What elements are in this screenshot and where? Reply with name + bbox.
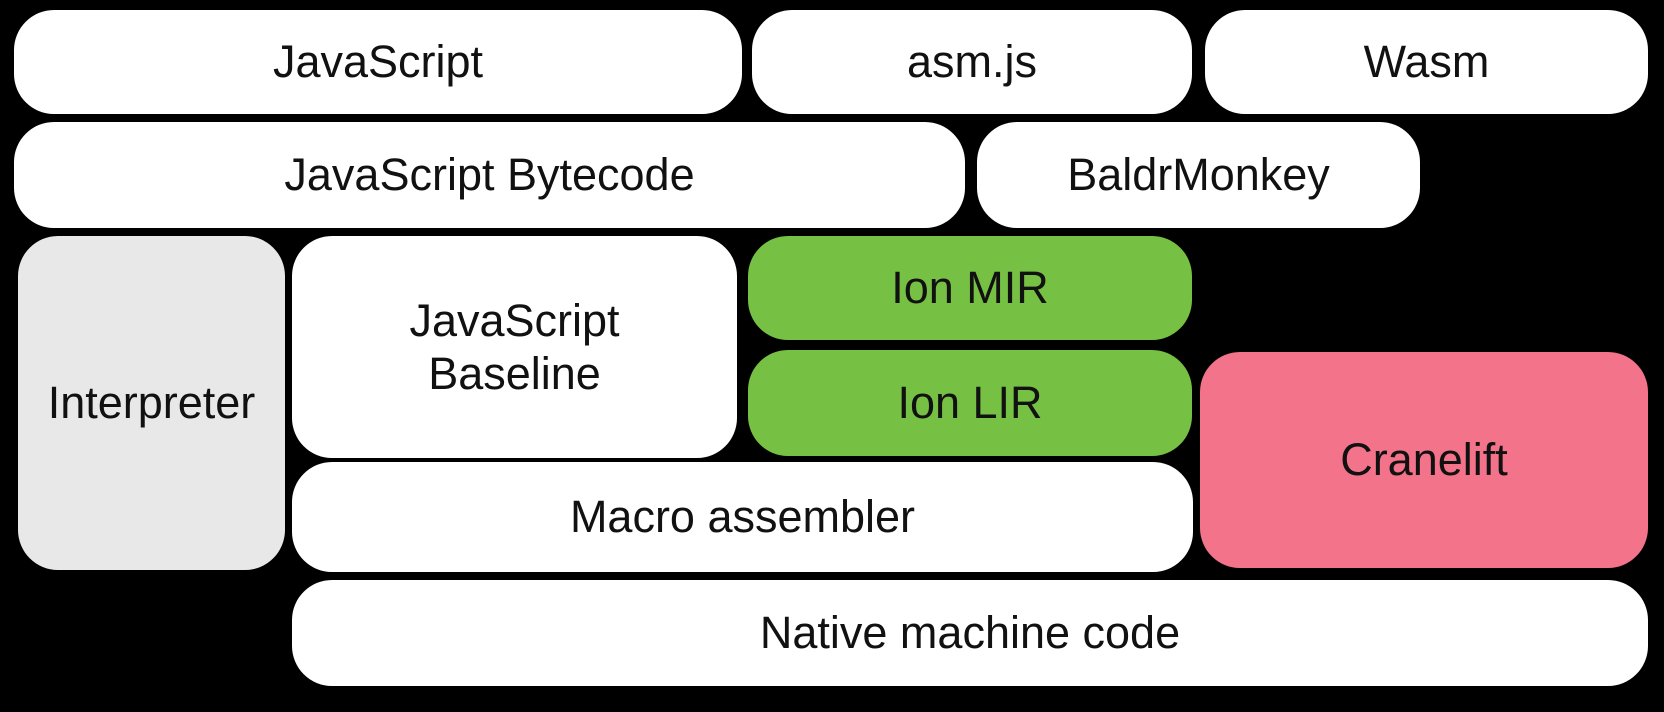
- ion-lir-label: Ion LIR: [897, 377, 1043, 429]
- interpreter-box: Interpreter: [18, 236, 285, 570]
- macro-assembler-label: Macro assembler: [569, 491, 916, 543]
- baldrmonkey-box: BaldrMonkey: [977, 122, 1420, 228]
- asmjs-box: asm.js: [752, 10, 1192, 114]
- javascript-baseline-line1: JavaScript: [409, 294, 620, 346]
- javascript-label: JavaScript: [272, 36, 484, 88]
- ion-mir-box: Ion MIR: [748, 236, 1192, 340]
- cranelift-label: Cranelift: [1340, 434, 1508, 486]
- javascript-bytecode-label: JavaScript Bytecode: [284, 149, 695, 201]
- asmjs-label: asm.js: [906, 36, 1037, 88]
- cranelift-box: Cranelift: [1200, 352, 1648, 568]
- javascript-bytecode-box: JavaScript Bytecode: [14, 122, 965, 228]
- interpreter-label: Interpreter: [47, 377, 256, 429]
- wasm-label: Wasm: [1363, 36, 1490, 88]
- javascript-baseline-box: JavaScript Baseline: [292, 236, 737, 458]
- baldrmonkey-label: BaldrMonkey: [1067, 149, 1330, 201]
- native-machine-code-label: Native machine code: [759, 607, 1181, 659]
- native-machine-code-box: Native machine code: [292, 580, 1648, 686]
- javascript-box: JavaScript: [14, 10, 742, 114]
- macro-assembler-box: Macro assembler: [292, 462, 1193, 572]
- ion-lir-box: Ion LIR: [748, 350, 1192, 456]
- ion-mir-label: Ion MIR: [891, 262, 1049, 314]
- wasm-box: Wasm: [1205, 10, 1648, 114]
- javascript-baseline-line2: Baseline: [428, 348, 601, 399]
- javascript-baseline-label: JavaScript Baseline: [409, 294, 619, 400]
